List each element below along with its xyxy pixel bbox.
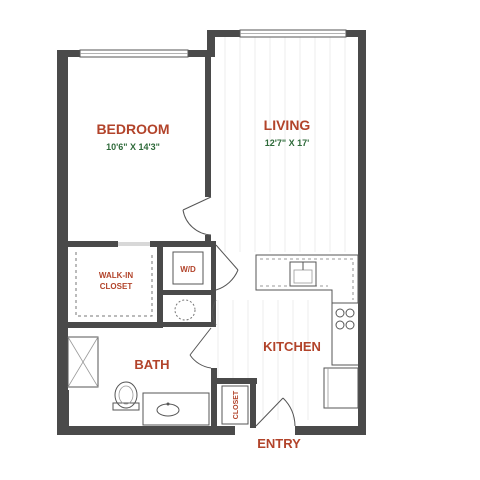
- washer-dryer: [172, 251, 204, 285]
- kitchen-closet: [221, 385, 249, 425]
- kitchen-label: KITCHEN: [263, 339, 321, 354]
- bedroom-label: BEDROOM: [96, 121, 169, 137]
- bath-label: BATH: [134, 357, 169, 372]
- kitchen-counter: [255, 254, 359, 366]
- entry-label: ENTRY: [257, 436, 301, 451]
- cooktop: [335, 308, 355, 330]
- bedroom-window: [79, 49, 189, 58]
- refrigerator: [323, 367, 359, 409]
- closet-label: CLOSET: [233, 390, 240, 419]
- living-floor-planks: [217, 35, 346, 420]
- bath-vanity: [142, 392, 210, 426]
- water-heater: [174, 299, 196, 321]
- utility-closet-door[interactable]: [212, 299, 217, 326]
- toilet: [112, 381, 140, 411]
- walls: [57, 30, 366, 435]
- walk-in-closet-doors[interactable]: [118, 242, 150, 246]
- walk-in-closet-label-line2: CLOSET: [100, 282, 133, 291]
- kitchen-sink: [289, 261, 317, 287]
- washer-dryer-door[interactable]: [215, 244, 239, 291]
- living-dimensions: 12'7" X 17': [265, 138, 310, 148]
- walk-in-closet-shelving: [75, 252, 153, 317]
- living-window: [239, 29, 347, 38]
- shower: [67, 336, 99, 388]
- bath-door[interactable]: [189, 327, 212, 369]
- bedroom-door[interactable]: [182, 196, 212, 236]
- walk-in-closet-label-line1: WALK-IN: [99, 271, 133, 280]
- washer-dryer-label: W/D: [180, 265, 196, 274]
- entry-door[interactable]: [255, 397, 296, 427]
- living-label: LIVING: [264, 117, 311, 133]
- bedroom-dimensions: 10'6" X 14'3": [106, 142, 160, 152]
